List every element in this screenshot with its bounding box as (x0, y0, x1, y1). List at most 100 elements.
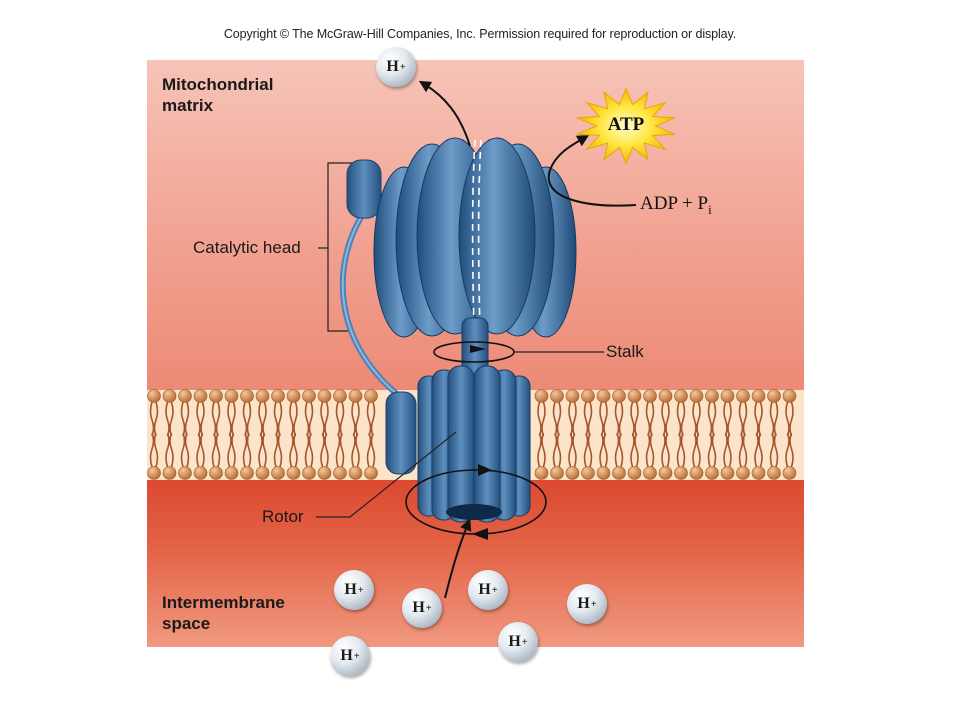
lipid-molecule (333, 432, 347, 480)
proton-ion: H+ (468, 570, 508, 610)
ion-charge: + (521, 636, 528, 648)
lipid-molecule (720, 389, 735, 437)
proton-entry-arrow (444, 518, 472, 599)
proton-ion: H+ (498, 622, 538, 662)
lipid-molecule (689, 389, 704, 437)
lipid-molecule (348, 432, 363, 480)
lipid-molecule (224, 389, 239, 437)
lipid-bilayer (147, 389, 797, 480)
lipid-molecule (534, 432, 549, 480)
lipid-molecule (674, 389, 688, 437)
lipid-molecule (317, 389, 332, 437)
rotor-arrowhead-top (478, 464, 492, 476)
pi-subscript: i (708, 201, 712, 217)
lipid-molecule (767, 432, 781, 480)
adp-pi-label: ADP + Pi (640, 193, 712, 218)
intermembrane-label-line1: Intermembrane (162, 593, 285, 612)
lipid-molecule (193, 389, 208, 437)
stalk-rotation-arrowhead (470, 345, 486, 353)
lipid-molecule (658, 389, 673, 437)
lipid-molecule (550, 389, 564, 437)
stator-arm-highlight (341, 213, 399, 396)
lipid-molecule (271, 432, 285, 480)
matrix-label-line2: matrix (162, 96, 214, 115)
lipid-molecule (565, 432, 580, 480)
lipid-molecule (612, 389, 626, 437)
lipid-molecule (364, 389, 378, 437)
lipid-molecule (705, 389, 719, 437)
proton-ion: H+ (330, 636, 370, 676)
lipid-molecule (751, 432, 766, 480)
stator-membrane-subunit (385, 391, 417, 475)
lipid-molecule (302, 389, 316, 437)
stalk-label: Stalk (606, 342, 644, 361)
ion-symbol: H (478, 581, 491, 598)
ion-charge: + (357, 584, 364, 596)
lipid-molecule (224, 432, 239, 480)
rotor-label: Rotor (262, 507, 304, 526)
proton-ion: H+ (334, 570, 374, 610)
lipid-molecule (596, 432, 611, 480)
lipid-molecule (674, 432, 688, 480)
lipid-molecule (209, 432, 223, 480)
stator-cap (346, 159, 382, 219)
ion-symbol: H (412, 599, 425, 616)
proton-ion: H+ (402, 588, 442, 628)
lipid-molecule (162, 432, 177, 480)
lipid-molecule (643, 432, 657, 480)
lipid-molecule (736, 389, 750, 437)
ion-charge: + (353, 650, 360, 662)
lipid-molecule (782, 389, 797, 437)
ion-charge: + (491, 584, 498, 596)
lipid-molecule (147, 389, 161, 437)
ion-symbol: H (577, 595, 590, 612)
lipid-molecule (658, 432, 673, 480)
lipid-molecule (333, 389, 347, 437)
ion-charge: + (425, 602, 432, 614)
lipid-molecule (271, 389, 285, 437)
ion-symbol: H (386, 58, 399, 75)
lipid-molecule (240, 389, 254, 437)
ion-charge: + (399, 61, 406, 73)
lipid-molecule (596, 389, 611, 437)
lipid-molecule (565, 389, 580, 437)
lipid-molecule (550, 432, 564, 480)
lipid-molecule (147, 432, 161, 480)
ion-charge: + (590, 598, 597, 610)
lipid-molecule (627, 432, 642, 480)
rotor-arrowhead-bottom (472, 528, 488, 540)
lipid-molecule (767, 389, 781, 437)
catalytic-head-bracket (327, 162, 352, 332)
copyright-notice: Copyright © The McGraw-Hill Companies, I… (223, 27, 737, 41)
rotor-ring (417, 365, 531, 523)
lipid-molecule (751, 389, 766, 437)
lipid-molecule (782, 432, 797, 480)
ion-symbol: H (508, 633, 521, 650)
atp-burst (576, 87, 676, 165)
lipid-molecule (705, 432, 719, 480)
lipid-molecule (534, 389, 549, 437)
lipid-molecule (581, 432, 595, 480)
lipid-molecule (627, 389, 642, 437)
lipid-molecule (689, 432, 704, 480)
lipid-molecule (317, 432, 332, 480)
proton-ion: H+ (376, 47, 416, 87)
lipid-molecule (286, 389, 301, 437)
lipid-molecule (302, 432, 316, 480)
lipid-molecule (286, 432, 301, 480)
lipid-molecule (178, 389, 192, 437)
lipid-molecule (209, 389, 223, 437)
proton-exit-arrow (418, 80, 471, 147)
lipid-molecule (193, 432, 208, 480)
atp-synthesis-arrow (547, 135, 637, 207)
lipid-molecule (364, 432, 378, 480)
lipid-molecule (612, 432, 626, 480)
adp-pi-text: ADP + P (640, 193, 709, 214)
lipid-molecule (581, 389, 595, 437)
ion-symbol: H (344, 581, 357, 598)
intermembrane-label-line2: space (162, 614, 211, 633)
lipid-molecule (255, 432, 270, 480)
lipid-molecule (162, 389, 177, 437)
